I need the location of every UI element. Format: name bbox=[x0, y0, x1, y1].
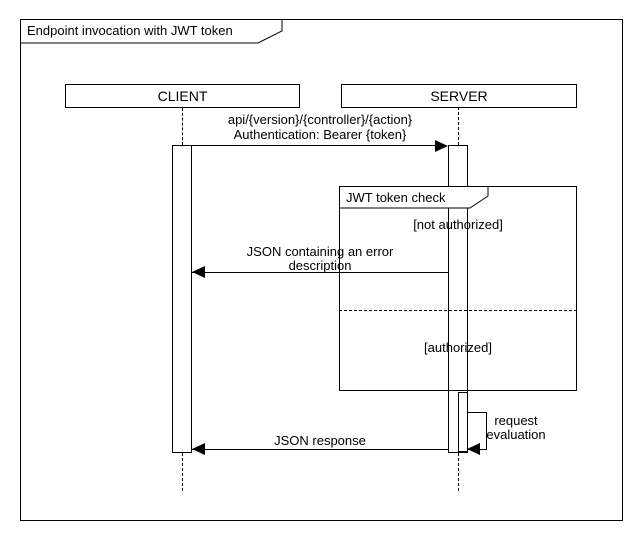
call-message-label-line2: Authentication: Bearer {token} bbox=[233, 127, 407, 142]
response-message-arrowhead bbox=[192, 443, 205, 455]
client-activation-bar bbox=[172, 145, 192, 453]
server-nested-activation-bar bbox=[458, 392, 468, 452]
fragment-label-tab-shape bbox=[339, 186, 489, 209]
client-lifeline-lower bbox=[182, 453, 183, 491]
fragment-label-tab bbox=[339, 186, 489, 209]
frame-title: Endpoint invocation with JWT token bbox=[27, 23, 233, 38]
self-message-arrowhead bbox=[467, 443, 480, 455]
actor-client-box: CLIENT bbox=[65, 84, 300, 108]
frame-title-tab-shape bbox=[20, 19, 283, 44]
call-message-line bbox=[192, 145, 436, 146]
actor-client-label: CLIENT bbox=[157, 88, 208, 104]
self-message-right-line bbox=[486, 412, 487, 450]
client-lifeline-upper bbox=[182, 108, 183, 145]
actor-server-label: SERVER bbox=[430, 88, 488, 104]
server-lifeline-lower bbox=[458, 453, 459, 491]
server-activation-bar bbox=[448, 145, 468, 453]
guard-not-authorized: [not authorized] bbox=[413, 217, 503, 232]
self-message-label: request evaluation bbox=[486, 413, 546, 442]
server-lifeline-upper bbox=[458, 107, 459, 145]
self-message-top-line bbox=[467, 412, 487, 413]
error-message-label-line2: description bbox=[288, 258, 352, 273]
error-message-line bbox=[192, 272, 448, 273]
error-message-label-line1: JSON containing an error bbox=[246, 244, 394, 259]
fragment-divider bbox=[339, 310, 577, 311]
actor-server-box: SERVER bbox=[341, 84, 577, 108]
call-message-label-line1: api/{version}/{controller}/{action} bbox=[227, 112, 413, 127]
guard-authorized: [authorized] bbox=[424, 340, 492, 355]
error-message-arrowhead bbox=[192, 266, 205, 278]
call-message-arrowhead bbox=[435, 140, 448, 152]
response-message-line bbox=[192, 449, 448, 450]
diagram-frame bbox=[20, 19, 623, 521]
response-message-label: JSON response bbox=[274, 433, 366, 448]
fragment-label: JWT token check bbox=[346, 190, 446, 205]
frame-title-tab bbox=[20, 19, 283, 44]
